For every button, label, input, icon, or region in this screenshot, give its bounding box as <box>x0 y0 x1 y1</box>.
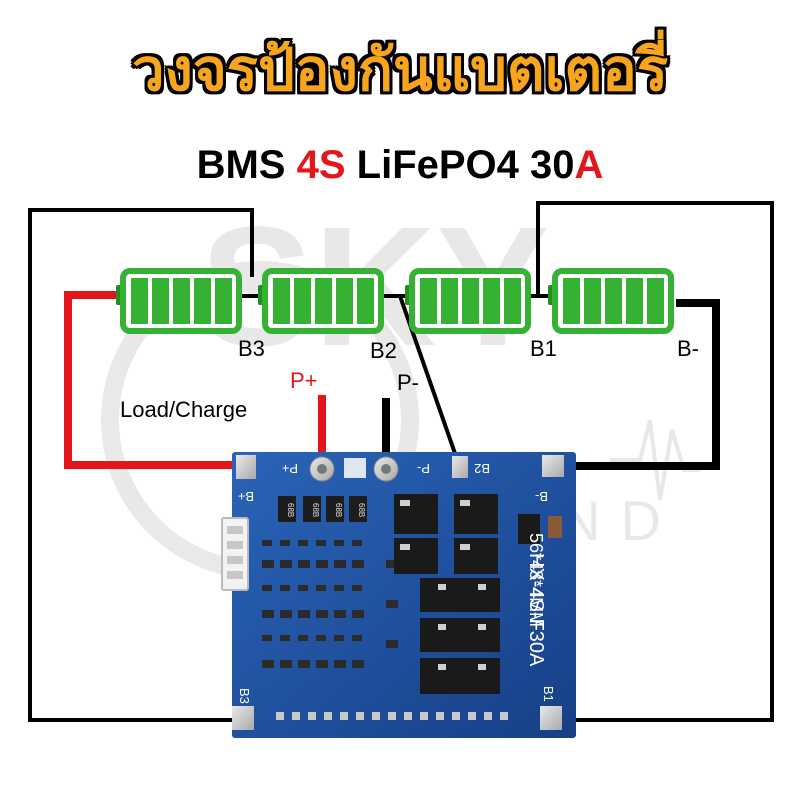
subtitle-lifepo4: LiFePO4 30 <box>345 143 575 187</box>
board-size: 56*48*4MM <box>526 533 546 627</box>
silk-p-plus: P+ <box>282 461 298 476</box>
mosfet-array <box>394 494 500 694</box>
pad-b3 <box>232 706 254 730</box>
wire-b-minus <box>552 299 720 470</box>
diode <box>518 514 540 544</box>
thai-title: วงจรป้องกันแบตเตอรี่ <box>131 36 669 104</box>
subtitle-bms: BMS <box>196 143 297 187</box>
silk-b2: B2 <box>474 461 490 476</box>
pad-b-plus-top <box>236 455 256 479</box>
battery-cell-4 <box>548 268 674 334</box>
silk-b1: B1 <box>541 686 556 702</box>
label-p-plus: P+ <box>290 368 318 393</box>
test-points <box>276 712 508 720</box>
label-p-minus: P- <box>397 370 419 395</box>
wire-load-positive <box>64 291 262 469</box>
label-load-charge: Load/Charge <box>120 397 247 422</box>
subtitle-amp: A <box>574 143 604 187</box>
resistor-row: 68B 68B 68B 68B <box>278 496 367 522</box>
label-b1: B1 <box>530 336 557 361</box>
pad-b-minus <box>542 455 564 477</box>
battery-cell-2 <box>258 268 384 334</box>
label-b2: B2 <box>370 338 397 363</box>
battery-cell-3 <box>405 268 531 334</box>
resistor-1-label: 68B <box>286 503 295 517</box>
label-b-minus: B- <box>677 336 699 361</box>
silk-p-minus: P- <box>417 461 430 476</box>
watermark-pulse <box>610 419 700 501</box>
subtitle-4s: 4S <box>296 143 346 187</box>
battery-cell-1 <box>116 268 242 334</box>
wire-b3-to-board <box>28 208 254 722</box>
bms-board: P+ P- B2 B+ B- B3 B1 68B 68B 68B 68B <box>221 452 576 738</box>
pad-marker <box>344 458 366 478</box>
resistor-3-label: 68B <box>334 503 343 517</box>
resistor-2-label: 68B <box>311 503 320 517</box>
resistor-4-label: 68B <box>357 503 366 517</box>
shunt-resistor <box>548 516 562 538</box>
smd-components <box>262 540 398 668</box>
silk-b-plus: B+ <box>238 489 254 504</box>
subtitle: BMS 4S LiFePO4 30A <box>0 140 800 190</box>
silk-b3: B3 <box>237 688 252 704</box>
label-b3: B3 <box>238 336 265 361</box>
pad-b1 <box>540 706 562 730</box>
watermark-sub: ND <box>560 489 681 552</box>
board-model: HX-4S-F30A <box>525 553 547 667</box>
pad-b2 <box>452 456 468 478</box>
silk-b-minus: B- <box>535 489 548 504</box>
wire-b1-to-board <box>536 201 774 722</box>
